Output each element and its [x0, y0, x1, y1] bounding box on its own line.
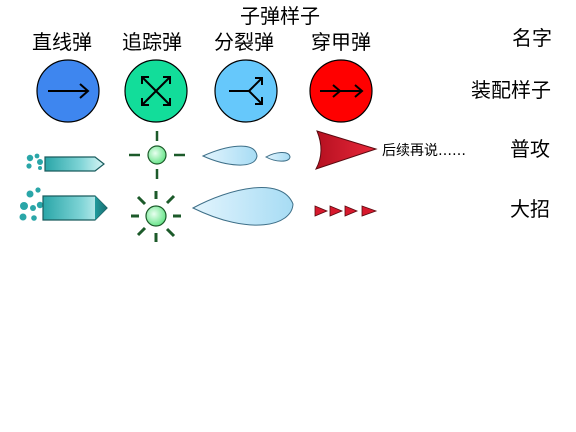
split-ultimate-bullet	[191, 187, 294, 226]
split-arrow-icon	[229, 77, 263, 105]
pierce-note: 后续再说……	[382, 143, 466, 159]
split-equip-circle	[214, 59, 278, 123]
column-label-split: 分裂弹	[214, 30, 274, 54]
column-label-tracking: 追踪弹	[122, 30, 182, 54]
pierce-ultimate-bullet	[314, 205, 378, 217]
straight-ultimate-bullet	[19, 187, 108, 221]
column-label-straight: 直线弹	[32, 30, 92, 54]
pierce-equip-circle	[309, 59, 373, 123]
straight-normal-bullet	[26, 153, 105, 172]
four-way-arrows-icon	[141, 76, 171, 106]
row-label-ultimate: 大招	[510, 197, 550, 221]
row-label-normal: 普攻	[510, 137, 550, 161]
row-label-equip: 装配样子	[471, 78, 551, 102]
row-label-name: 名字	[512, 26, 552, 50]
split-normal-bullet	[201, 145, 291, 166]
tracking-normal-bullet	[129, 131, 185, 179]
right-arrow-icon	[48, 83, 90, 99]
column-label-pierce: 穿甲弹	[311, 30, 371, 54]
straight-equip-circle	[36, 59, 100, 123]
pierce-normal-bullet	[314, 130, 378, 170]
double-arrow-icon	[320, 84, 364, 98]
page-title: 子弹样子	[240, 4, 320, 28]
tracking-ultimate-bullet	[131, 191, 181, 242]
tracking-equip-circle	[124, 59, 188, 123]
